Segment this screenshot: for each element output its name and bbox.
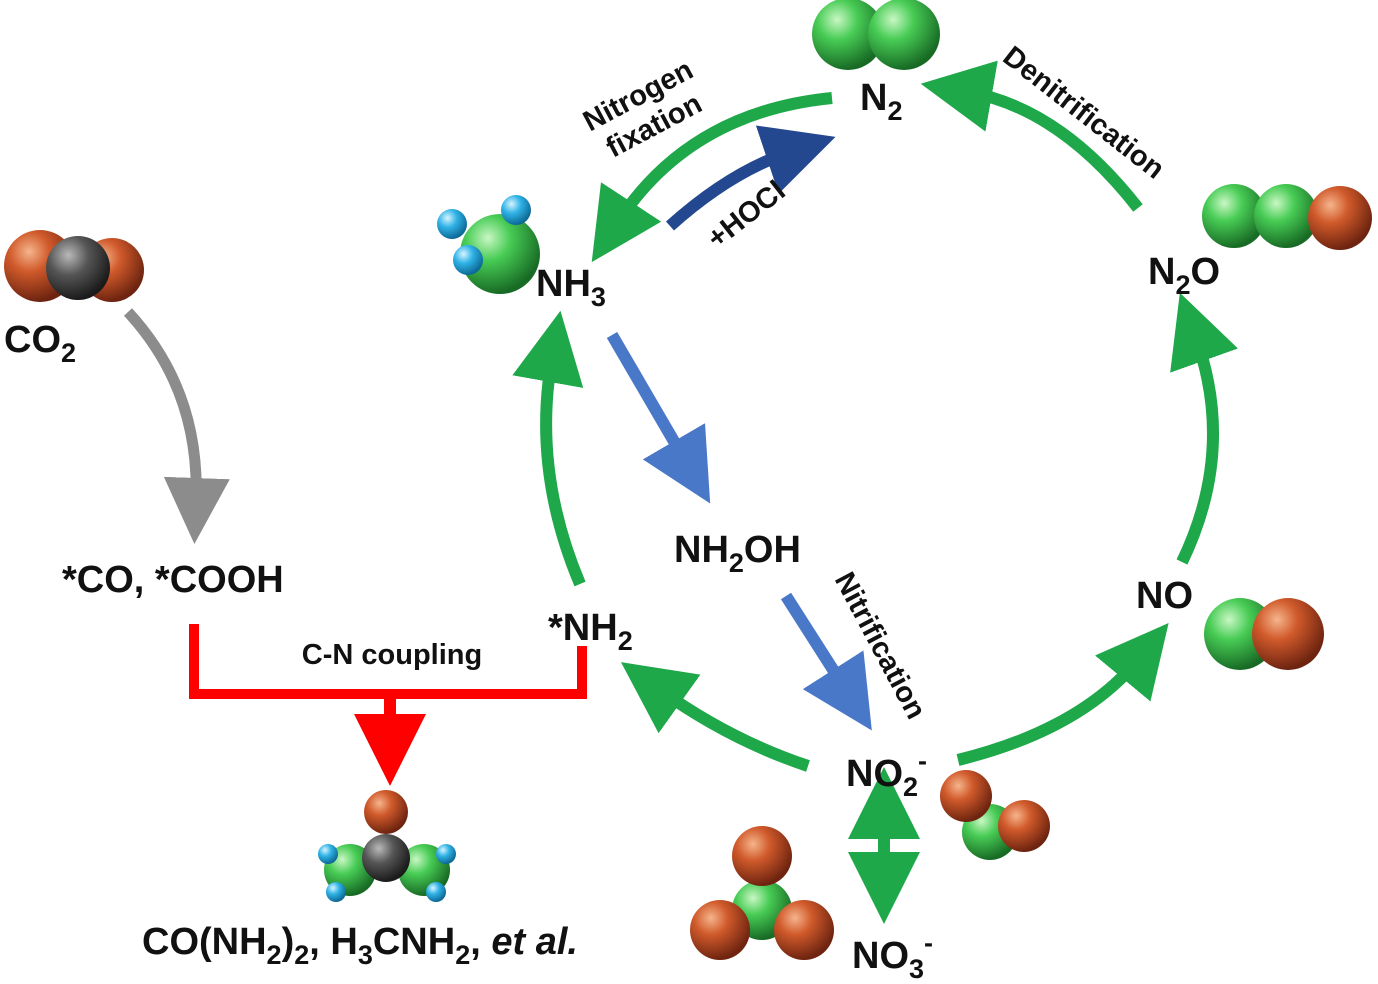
nh2-label: *NH2 [548, 607, 633, 656]
n2o-label: N2O [1148, 251, 1220, 300]
nitrification-label: Nitrification [828, 567, 932, 724]
nh3-label: NH3 [536, 263, 606, 312]
no3-molecule [690, 826, 834, 960]
n2-molecule [812, 0, 940, 70]
arrow-no-to-n2o [1170, 292, 1238, 565]
co2-label: CO2 [4, 319, 76, 368]
nh3-molecule [437, 195, 540, 294]
arrow-nh2-to-nh3 [512, 310, 586, 587]
arrow-nh2oh-to-no2 [780, 592, 872, 731]
cn-coupling-label: C-N coupling [302, 639, 482, 671]
n2-label: N2 [860, 77, 902, 126]
arrow-no2-to-no [956, 623, 1169, 766]
products-label: CO(NH2)2, H3CNH2, et al. [142, 921, 578, 970]
no3-label: NO3- [852, 928, 933, 984]
no-molecule [1204, 598, 1324, 670]
co2-molecule [4, 230, 144, 302]
no-label: NO [1136, 575, 1193, 617]
arrow-n2-to-nh3 [591, 92, 833, 263]
product-molecule [318, 790, 456, 902]
no2-label: NO2- [846, 746, 927, 802]
n2o-molecule [1202, 184, 1372, 250]
nh2oh-label: NH2OH [674, 529, 801, 578]
arrow-n2o-to-n2 [920, 60, 1143, 212]
arrow-co2-reduction [123, 308, 230, 544]
arrow-no2-to-nh2 [620, 662, 810, 772]
no2-molecule [940, 770, 1050, 860]
co-cooh-label: *CO, *COOH [62, 559, 284, 601]
arrow-nh3-to-nh2oh [606, 331, 711, 504]
arrow-nh3-to-n2-hocl [665, 125, 836, 231]
